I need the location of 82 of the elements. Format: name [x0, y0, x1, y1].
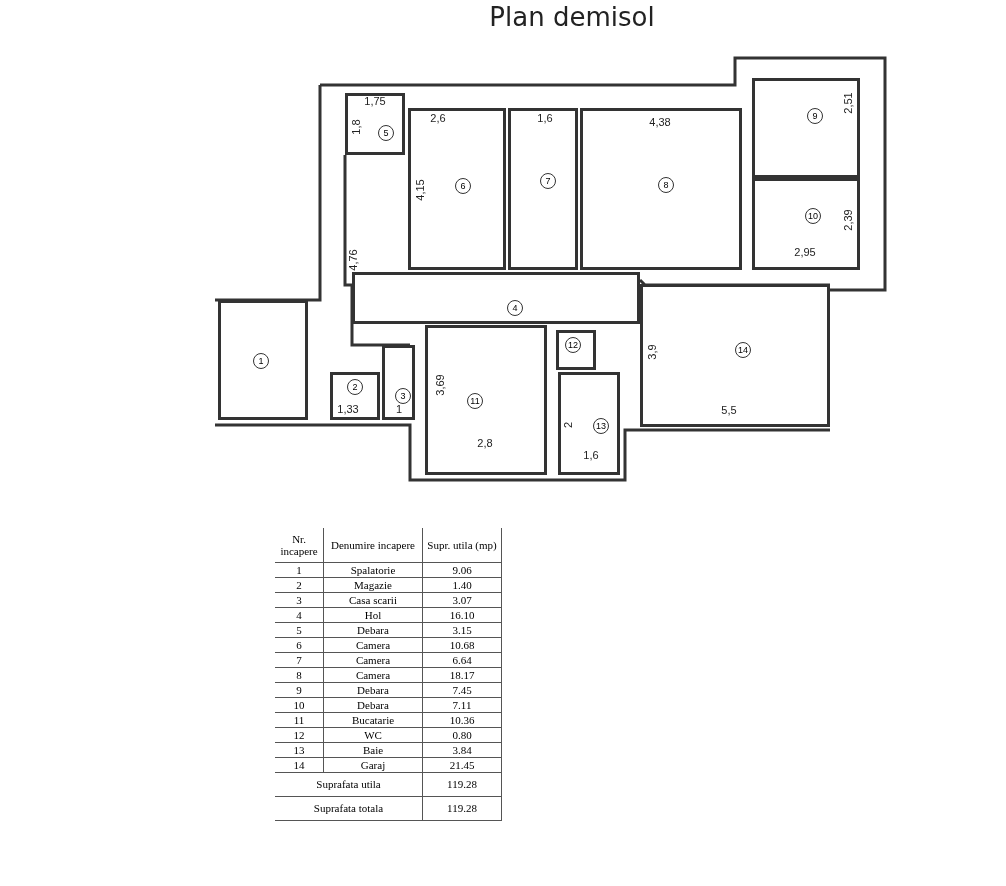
table-cell: Debara	[323, 682, 423, 697]
table-cell: 9	[275, 682, 324, 697]
dimension-label: 1,8	[350, 119, 362, 135]
room-outline	[752, 78, 860, 178]
table-cell: 7.11	[422, 697, 502, 712]
table-cell: WC	[323, 727, 423, 742]
table-cell: 13	[275, 742, 324, 757]
dimension-label: 4,38	[649, 116, 671, 128]
table-cell: 6.64	[422, 652, 502, 667]
table-cell: 1	[275, 562, 324, 577]
room-outline	[752, 178, 860, 270]
dimension-label: 4,76	[347, 249, 359, 271]
table-cell: 5	[275, 622, 324, 637]
table-cell: 6	[275, 637, 324, 652]
dimension-label: 1	[395, 403, 403, 415]
room-outline	[330, 372, 380, 420]
dimension-label: 1,6	[537, 112, 553, 124]
table-cell: Supr. utila (mp)	[422, 528, 502, 562]
table-cell: 3.15	[422, 622, 502, 637]
table-cell: 2	[275, 577, 324, 592]
table-cell: 16.10	[422, 607, 502, 622]
dimension-label: 3,9	[646, 344, 658, 360]
table-cell: Debara	[323, 697, 423, 712]
table-cell: 11	[275, 712, 324, 727]
table-cell: 18.17	[422, 667, 502, 682]
table-cell: Camera	[323, 652, 423, 667]
table-cell: Garaj	[323, 757, 423, 772]
dimension-label: 1,33	[337, 403, 359, 415]
dimension-label: 1,75	[364, 95, 386, 107]
room-outline	[580, 108, 742, 270]
table-cell: 3	[275, 592, 324, 607]
room-outline	[408, 108, 506, 270]
room-outline	[640, 284, 830, 427]
table-cell: 1.40	[422, 577, 502, 592]
table-cell: 7	[275, 652, 324, 667]
room-outline	[425, 325, 547, 475]
dimension-label: 1,6	[583, 449, 599, 461]
dimension-label: 3,69	[434, 374, 446, 396]
table-cell: Camera	[323, 637, 423, 652]
dimension-label: 2	[562, 421, 574, 429]
plan-title: Plan demisol	[488, 2, 656, 32]
table-cell: 0.80	[422, 727, 502, 742]
room-outline	[345, 93, 405, 155]
table-cell: 3.84	[422, 742, 502, 757]
dimension-label: 4,15	[414, 179, 426, 201]
table-cell: 119.28	[422, 796, 502, 820]
table-cell: 9.06	[422, 562, 502, 577]
table-cell: Magazie	[323, 577, 423, 592]
table-cell: 10	[275, 697, 324, 712]
dimension-label: 2,39	[842, 209, 854, 231]
table-cell: Camera	[323, 667, 423, 682]
room-outline	[218, 300, 308, 420]
dimension-label: 2,6	[430, 112, 446, 124]
room-outline	[508, 108, 578, 270]
table-cell: Spalatorie	[323, 562, 423, 577]
dimension-label: 5,5	[721, 404, 737, 416]
table-cell: Bucatarie	[323, 712, 423, 727]
table-cell: 14	[275, 757, 324, 772]
room-outline	[556, 330, 596, 370]
table-cell: 21.45	[422, 757, 502, 772]
table-cell: Suprafata totala	[275, 796, 423, 820]
table-cell: Denumire incapere	[323, 528, 423, 562]
dimension-label: 2,95	[794, 246, 816, 258]
table-cell: 119.28	[422, 772, 502, 796]
table-cell: 3.07	[422, 592, 502, 607]
table-cell: Baie	[323, 742, 423, 757]
table-cell: 10.36	[422, 712, 502, 727]
table-cell: Nr. incapere	[275, 528, 324, 562]
table-cell: Hol	[323, 607, 423, 622]
table-cell: 4	[275, 607, 324, 622]
dimension-label: 2,8	[477, 437, 493, 449]
table-cell: Casa scarii	[323, 592, 423, 607]
table-cell: Suprafata utila	[275, 772, 423, 796]
room-outline	[382, 345, 415, 420]
table-cell: 10.68	[422, 637, 502, 652]
dimension-label: 2,51	[842, 92, 854, 114]
table-cell: 7.45	[422, 682, 502, 697]
table-cell: Debara	[323, 622, 423, 637]
room-outline	[558, 372, 620, 475]
room-outline	[352, 272, 640, 324]
table-cell: 12	[275, 727, 324, 742]
table-cell: 8	[275, 667, 324, 682]
